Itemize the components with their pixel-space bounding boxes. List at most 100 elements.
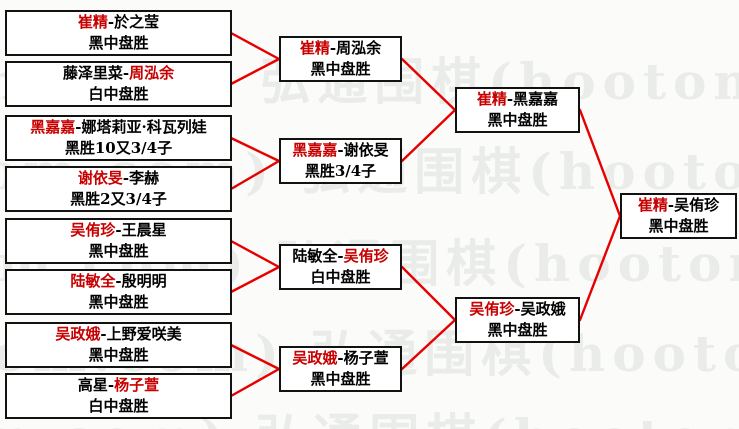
match-result: 黑胜3/4子 <box>304 162 377 180</box>
match-box-final: 崔精-吴侑珍 黑中盘胜 <box>620 193 737 239</box>
match-box-r1-m2: 藤泽里菜-周泓余 白中盘胜 <box>5 61 232 107</box>
match-result: 黑中盘胜 <box>310 370 371 388</box>
dash: - <box>337 141 344 159</box>
dash: - <box>337 247 344 265</box>
match-players: 吴政娥-杨子萱 <box>292 348 388 369</box>
match-result: 黑中盘胜 <box>88 34 149 52</box>
player-name: 陆敏全 <box>70 272 116 290</box>
player-name: 王晨星 <box>121 221 167 239</box>
dash: - <box>122 169 130 187</box>
connector-line <box>578 108 622 218</box>
match-box-r1-m1: 崔精-於之莹 黑中盘胜 <box>5 10 232 56</box>
connector-line <box>229 136 281 163</box>
player-name: 崔精 <box>299 39 330 57</box>
player-name: 上野爱咲美 <box>106 325 182 343</box>
match-players: 陆敏全-殷明明 <box>70 271 166 292</box>
connector-line <box>229 265 281 294</box>
connector-line <box>400 318 457 371</box>
player-name: 吴侑珍 <box>343 247 389 265</box>
match-result: 黑中盘胜 <box>88 242 149 260</box>
match-result: 黑中盘胜 <box>487 111 548 129</box>
match-players: 黑嘉嘉-娜塔莉亚·科瓦列娃 <box>30 117 206 138</box>
match-players: 吴侑珍-王晨星 <box>70 220 166 241</box>
dash: - <box>514 300 521 318</box>
match-box-r2-m4: 吴政娥-杨子萱 黑中盘胜 <box>279 346 402 392</box>
dash: - <box>107 13 115 31</box>
dash: - <box>115 272 122 290</box>
dash: - <box>75 118 82 136</box>
match-players: 高星-杨子萱 <box>78 375 159 396</box>
match-box-r2-m1: 崔精-周泓余 黑中盘胜 <box>279 36 402 82</box>
player-name: 於之莹 <box>114 13 160 31</box>
player-name: 谢依旻 <box>343 141 389 159</box>
player-name: 崔精 <box>637 196 668 214</box>
connector-line <box>400 265 457 322</box>
match-players: 崔精-周泓余 <box>300 38 381 59</box>
player-name: 黑嘉嘉 <box>513 90 559 108</box>
connector-line <box>229 367 281 398</box>
match-box-r1-m8: 高星-杨子萱 白中盘胜 <box>5 373 232 419</box>
match-box-r1-m7: 吴政娥-上野爱咲美 黑中盘胜 <box>5 322 232 368</box>
dash: - <box>115 221 122 239</box>
dash: - <box>506 90 514 108</box>
player-name: 周泓余 <box>336 39 382 57</box>
match-result: 黑中盘胜 <box>88 293 149 311</box>
connector-line <box>229 31 281 61</box>
match-result: 白中盘胜 <box>310 268 371 286</box>
match-result: 黑中盘胜 <box>310 60 371 78</box>
player-name: 殷明明 <box>121 272 167 290</box>
match-players: 崔精-於之莹 <box>78 12 159 33</box>
match-players: 崔精-黑嘉嘉 <box>477 89 558 110</box>
match-result: 黑中盘胜 <box>487 321 548 339</box>
player-name: 周泓余 <box>129 64 175 82</box>
player-name: 藤泽里菜 <box>62 64 123 82</box>
match-result: 黑胜10又3/4子 <box>64 139 173 157</box>
player-name: 杨子萱 <box>114 376 160 394</box>
player-name: 吴政娥 <box>520 300 566 318</box>
match-result: 白中盘胜 <box>88 397 149 415</box>
match-players: 藤泽里菜-周泓余 <box>63 63 174 84</box>
match-players: 吴政娥-上野爱咲美 <box>55 324 181 345</box>
player-name: 李赫 <box>129 169 160 187</box>
connector-line <box>229 343 281 371</box>
connector-line <box>229 159 281 191</box>
dash: - <box>122 64 130 82</box>
match-players: 黑嘉嘉-谢依旻 <box>292 140 388 161</box>
dash: - <box>329 39 337 57</box>
connector-line <box>229 239 281 269</box>
player-name: 高星 <box>77 376 108 394</box>
connector-line <box>229 57 281 86</box>
connector-line <box>400 57 457 112</box>
match-players: 吴侑珍-吴政娥 <box>469 299 565 320</box>
player-name: 崔精 <box>77 13 108 31</box>
player-name: 陆敏全 <box>292 247 338 265</box>
player-name: 吴侑珍 <box>70 221 116 239</box>
match-players: 崔精-吴侑珍 <box>638 195 719 216</box>
match-players: 陆敏全-吴侑珍 <box>292 246 388 267</box>
player-name: 杨子萱 <box>343 349 389 367</box>
match-box-r1-m5: 吴侑珍-王晨星 黑中盘胜 <box>5 218 232 264</box>
player-name: 吴政娥 <box>292 349 338 367</box>
match-box-r3-m2: 吴侑珍-吴政娥 黑中盘胜 <box>455 297 580 343</box>
connector-line <box>400 108 457 163</box>
dash: - <box>337 349 344 367</box>
player-name: 娜塔莉亚·科瓦列娃 <box>81 118 207 136</box>
player-name: 吴侑珍 <box>469 300 515 318</box>
match-box-r2-m2: 黑嘉嘉-谢依旻 黑胜3/4子 <box>279 138 402 184</box>
dash: - <box>667 196 675 214</box>
player-name: 崔精 <box>476 90 507 108</box>
player-name: 吴侑珍 <box>674 196 720 214</box>
player-name: 黑嘉嘉 <box>30 118 76 136</box>
dash: - <box>107 376 115 394</box>
match-result: 黑中盘胜 <box>88 346 149 364</box>
match-box-r1-m3: 黑嘉嘉-娜塔莉亚·科瓦列娃 黑胜10又3/4子 <box>5 115 232 161</box>
match-box-r1-m4: 谢依旻-李赫 黑胜2又3/4子 <box>5 166 232 212</box>
match-box-r2-m3: 陆敏全-吴侑珍 白中盘胜 <box>279 244 402 290</box>
match-box-r3-m1: 崔精-黑嘉嘉 黑中盘胜 <box>455 87 580 133</box>
player-name: 黑嘉嘉 <box>292 141 338 159</box>
match-result: 白中盘胜 <box>88 85 149 103</box>
connector-line <box>578 214 622 322</box>
match-players: 谢依旻-李赫 <box>78 168 159 189</box>
